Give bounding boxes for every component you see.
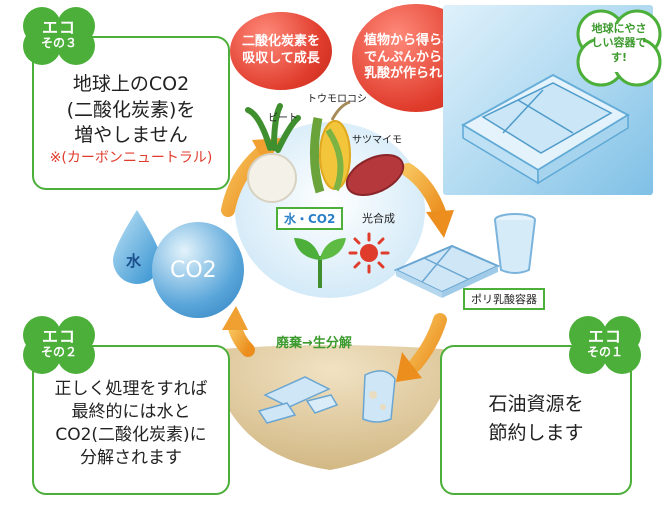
eco1-text: 石油資源を 節約します bbox=[444, 390, 628, 447]
pla-container-tag: ポリ乳酸容器 bbox=[463, 288, 545, 310]
eco1-panel bbox=[440, 345, 632, 495]
eco3-line3: 増やしません bbox=[74, 124, 188, 147]
beet-label: ビート bbox=[268, 113, 298, 124]
sweet-potato-label: サツマイモ bbox=[352, 135, 402, 146]
pla-cup-icon bbox=[494, 213, 536, 274]
eco3-badge-title: エコ bbox=[41, 18, 76, 38]
eco2-badge-sub: その２ bbox=[40, 345, 77, 360]
eco3-text: 地球上のCO2 (二酸化炭素)を 増やしません ※(カーボンニュートラル) bbox=[36, 72, 226, 168]
pla-container-text: ポリ乳酸容器 bbox=[471, 293, 537, 306]
eco3-badge-sub: その３ bbox=[40, 36, 77, 51]
eco3-line1: 地球上のCO2 bbox=[72, 73, 190, 95]
co2-absorb-bubble: 二酸化炭素を吸収して成長 bbox=[230, 12, 332, 90]
vegetables-illustration bbox=[245, 100, 405, 203]
note-mark: ※ bbox=[49, 149, 62, 166]
eco2-text: 正しく処理をすれば 最終的には水と CO2(二酸化炭素)に 分解されます bbox=[36, 378, 226, 470]
eco2-badge: エコその２ bbox=[20, 313, 98, 375]
photosynthesis-label: 光合成 bbox=[362, 212, 395, 225]
seedling-icon bbox=[294, 238, 346, 288]
co2-drop-icon bbox=[152, 222, 244, 318]
eco3-panel bbox=[32, 36, 230, 190]
eco1-badge-sub: その１ bbox=[586, 345, 623, 360]
eco2-line2: 最終的には水と bbox=[71, 401, 191, 422]
eco1-line2: 節約します bbox=[488, 421, 584, 444]
eco1-badge-title: エコ bbox=[587, 327, 622, 347]
sun-icon bbox=[348, 232, 390, 274]
eco2-line4: 分解されます bbox=[80, 447, 182, 468]
eco2-line3: CO2(二酸化炭素)に bbox=[55, 424, 207, 445]
clover-icon bbox=[23, 7, 95, 65]
starch-text: 植物から得られるでんぷんからポリ乳酸が作られます bbox=[364, 32, 469, 82]
eco3-line2: (二酸化炭素)を bbox=[66, 98, 196, 121]
clover-icon bbox=[576, 9, 662, 87]
water-drop-icon bbox=[113, 210, 161, 284]
eco1-line1: 石油資源を bbox=[488, 393, 584, 415]
eco2-line1: 正しく処理をすれば bbox=[54, 379, 208, 399]
earth-friendly-text: 地球にやさしい容器です! bbox=[591, 22, 647, 64]
eco3-note: (カーボンニュートラル) bbox=[61, 149, 213, 166]
clover-icon bbox=[569, 316, 641, 374]
clover-icon bbox=[23, 316, 95, 374]
corn-label: トウモロコシ bbox=[307, 94, 367, 105]
eco2-badge-title: エコ bbox=[41, 327, 76, 347]
clear-container-icon bbox=[461, 73, 631, 185]
eco3-badge: エコその３ bbox=[20, 4, 98, 66]
earth-friendly-badge: 地球にやさしい容器です! bbox=[575, 8, 663, 88]
decompose-label: 廃棄→生分解 bbox=[276, 336, 352, 351]
pla-tray-icon bbox=[393, 244, 501, 298]
broken-container-icon bbox=[257, 370, 396, 424]
co2-absorb-text: 二酸化炭素を吸収して成長 bbox=[241, 34, 320, 66]
water-co2-tag: 水・CO2 bbox=[276, 207, 344, 230]
co2-label: CO2 bbox=[170, 258, 217, 283]
eco1-badge: エコその１ bbox=[566, 313, 644, 375]
water-label: 水 bbox=[126, 252, 142, 270]
eco3-note-row: ※(カーボンニュートラル) bbox=[36, 149, 226, 168]
water-co2-text: 水・CO2 bbox=[284, 212, 336, 226]
